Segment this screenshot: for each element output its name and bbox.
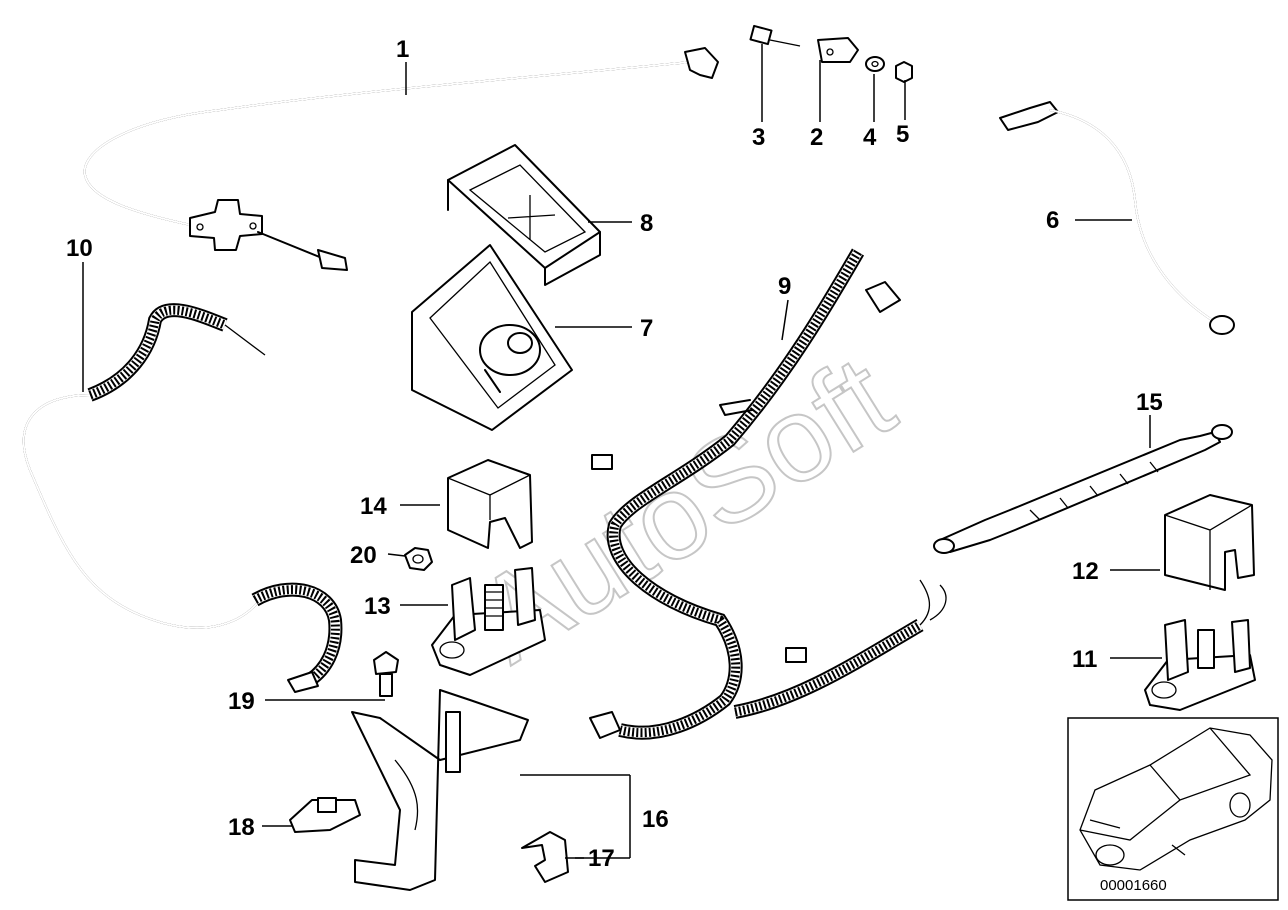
callout-7[interactable]: 7 xyxy=(640,315,653,342)
callout-10[interactable]: 10 xyxy=(66,235,93,262)
callout-labels: 1 2 3 4 5 6 7 8 9 10 11 12 13 14 15 16 1… xyxy=(66,36,1163,872)
callout-4[interactable]: 4 xyxy=(863,124,877,151)
callout-2[interactable]: 2 xyxy=(810,124,823,151)
callout-8[interactable]: 8 xyxy=(640,210,653,237)
part-clip-nut-18[interactable] xyxy=(289,797,361,833)
callout-3[interactable]: 3 xyxy=(752,124,765,151)
callout-13[interactable]: 13 xyxy=(364,593,391,620)
callout-19[interactable]: 19 xyxy=(228,688,255,715)
callout-20[interactable]: 20 xyxy=(350,542,377,569)
part-terminal-clamp-group[interactable] xyxy=(749,24,913,83)
part-terminal-cover[interactable] xyxy=(447,144,601,286)
part-positive-harness[interactable] xyxy=(589,248,947,740)
part-terminal-post-13[interactable] xyxy=(431,567,546,676)
part-clip-17[interactable] xyxy=(521,831,569,883)
callout-15[interactable]: 15 xyxy=(1136,389,1163,416)
part-bracket-16[interactable] xyxy=(351,689,529,891)
callout-1[interactable]: 1 xyxy=(396,36,409,63)
callout-17[interactable]: 17 xyxy=(588,845,615,872)
callout-6[interactable]: 6 xyxy=(1046,207,1059,234)
part-bolt-19[interactable] xyxy=(373,651,399,697)
part-ground-strap[interactable] xyxy=(999,101,1235,335)
leader-lines xyxy=(82,44,1162,859)
callout-9[interactable]: 9 xyxy=(778,273,791,300)
part-braided-strap-15[interactable] xyxy=(933,424,1233,554)
part-nut-20[interactable] xyxy=(404,547,433,571)
part-negative-cable[interactable] xyxy=(22,303,343,693)
callout-18[interactable]: 18 xyxy=(228,814,255,841)
part-cap-14[interactable] xyxy=(447,459,533,549)
callout-12[interactable]: 12 xyxy=(1072,558,1099,585)
part-battery-cable[interactable] xyxy=(83,47,719,271)
part-terminal-post-11[interactable] xyxy=(1144,619,1256,711)
part-junction-box[interactable] xyxy=(411,244,573,431)
callout-14[interactable]: 14 xyxy=(360,493,387,520)
drawing-number: 00001660 xyxy=(1100,877,1167,894)
callout-11[interactable]: 11 xyxy=(1072,646,1097,673)
part-cap-12[interactable] xyxy=(1164,494,1255,591)
callout-16[interactable]: 16 xyxy=(642,806,669,833)
vehicle-location-inset xyxy=(1067,717,1279,901)
callout-5[interactable]: 5 xyxy=(896,121,909,148)
